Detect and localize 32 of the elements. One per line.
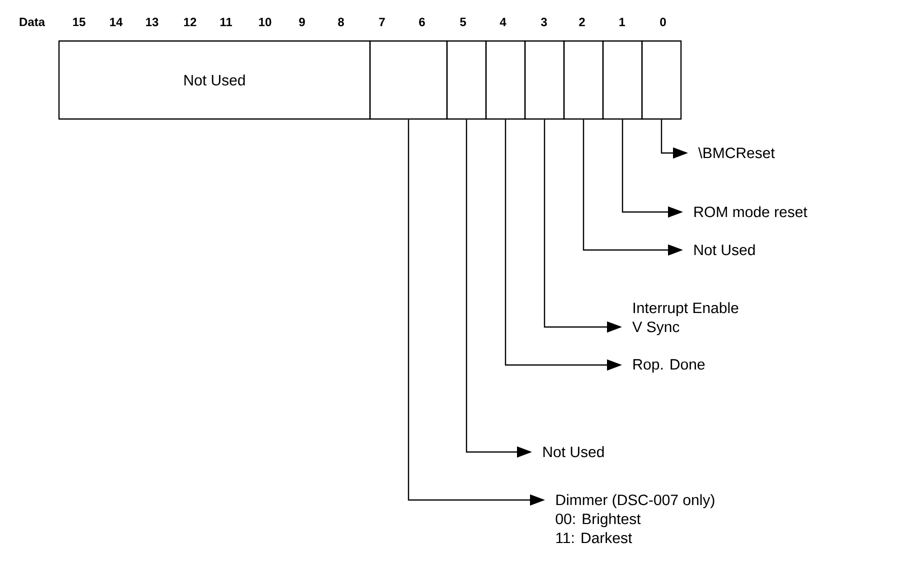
bit-number: 13 (146, 18, 158, 26)
bit-number: 12 (184, 18, 196, 26)
bit-box (485, 40, 526, 120)
signal-label: \BMCReset (698, 147, 775, 158)
bit-number: 1 (619, 18, 625, 26)
bit-number: 0 (660, 18, 666, 26)
bit-number: 2 (579, 18, 585, 26)
signal-label: Interrupt Enable V Sync (632, 302, 738, 336)
bit-number: 14 (110, 18, 123, 26)
bit-box (563, 40, 604, 120)
bit-number: 3 (540, 18, 547, 26)
register-field: Not Used (58, 40, 371, 120)
signal-label: Not Used (694, 244, 755, 256)
row-label: Data (20, 18, 46, 26)
signal-label: Not Used (543, 446, 604, 458)
bit-number: 6 (419, 18, 425, 26)
signal-label: ROM mode reset (694, 206, 808, 218)
bit-number: 4 (500, 18, 506, 26)
signal-label: Rop. Done (633, 359, 705, 373)
bit-box (369, 40, 448, 120)
bit-number: 15 (73, 18, 86, 26)
bit-number: 5 (460, 18, 466, 26)
bit-number: 10 (259, 18, 272, 26)
bit-number: 7 (379, 18, 385, 26)
bit-box (602, 40, 643, 120)
bit-box (524, 40, 565, 120)
bit-box (446, 40, 487, 120)
bit-number: 8 (338, 18, 344, 26)
signal-label: Dimmer (DSC-007 only) 00: Brightest 11: Darkest (556, 494, 714, 544)
bit-box (641, 40, 682, 120)
bit-number: 11 (220, 18, 232, 26)
bit-number: 9 (299, 18, 305, 26)
